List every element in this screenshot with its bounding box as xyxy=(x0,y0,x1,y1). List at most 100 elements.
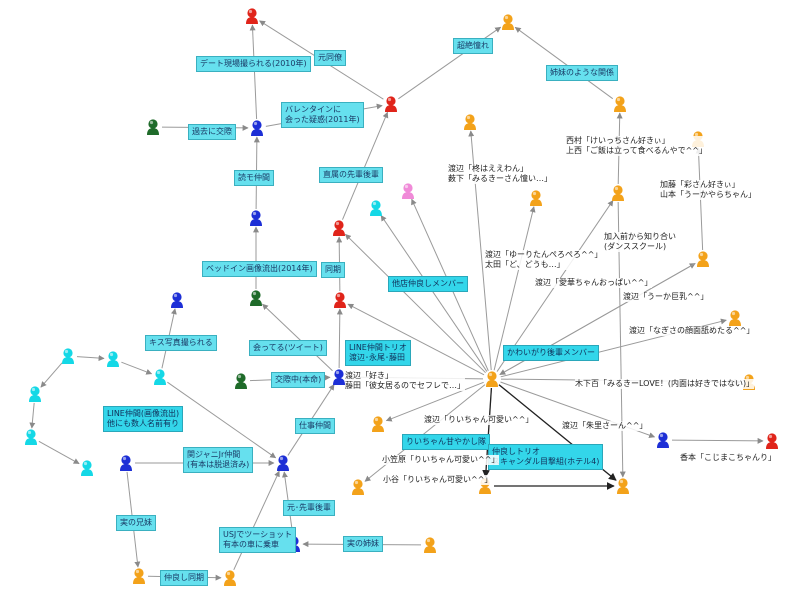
node-j_hijikata[interactable] xyxy=(171,292,183,308)
node-akb_kojima[interactable] xyxy=(766,433,778,449)
node-ske_kitoh[interactable] xyxy=(154,369,166,385)
node-fujita[interactable] xyxy=(333,369,345,385)
node-ske_takeuchi[interactable] xyxy=(62,348,74,364)
node-nagao[interactable] xyxy=(334,292,346,308)
edge-label-line: 仲良し同期 xyxy=(164,573,204,582)
node-nishimura[interactable] xyxy=(612,185,624,201)
person-head-icon xyxy=(155,369,165,379)
person-body-icon xyxy=(333,229,345,236)
node-tanaka[interactable] xyxy=(250,210,262,226)
person-body-icon xyxy=(250,299,262,306)
quote-q_kaminishi_1: 西村「けいっちさん好きぃ」上西「ご飯は立って食べるんやで^^」 xyxy=(566,136,708,156)
edge-m_murakami-arimoto xyxy=(233,470,280,571)
node-m_yamada[interactable] xyxy=(424,537,436,553)
person-head-icon xyxy=(30,386,40,396)
highlight-icon xyxy=(619,479,624,484)
edge-label-line: 会ってる(ツイート) xyxy=(253,343,323,352)
person-body-icon xyxy=(224,579,236,586)
highlight-icon xyxy=(699,252,704,257)
node-m_murakami[interactable] xyxy=(224,570,236,586)
node-ske_matsui[interactable] xyxy=(370,200,382,216)
person-body-icon xyxy=(657,441,669,448)
node-arimoto[interactable] xyxy=(277,455,289,471)
edge-label-line_trio_1: LINE仲間トリオ渡辺･永尾･藤田 xyxy=(345,340,411,366)
highlight-icon xyxy=(387,97,392,102)
person-head-icon xyxy=(767,433,777,443)
edge-label-jitsu_kyodai: 実の兄妹 xyxy=(116,515,156,531)
node-hkt_sashi[interactable] xyxy=(402,183,414,199)
edge-label-kiss_photo: キス写真撮られる xyxy=(145,335,217,351)
highlight-icon xyxy=(156,370,161,375)
highlight-icon xyxy=(404,184,409,189)
highlight-icon xyxy=(248,9,253,14)
node-onono[interactable] xyxy=(246,8,258,24)
quote-line: 香本「こじまこちゃんり」 xyxy=(680,453,776,462)
highlight-icon xyxy=(336,293,341,298)
node-j_koga[interactable] xyxy=(120,455,132,471)
highlight-icon xyxy=(731,311,736,316)
edge-watanabe_miyuki-ske_matsui xyxy=(380,214,488,372)
node-kami_nishi[interactable] xyxy=(614,96,626,112)
quote-q_kanyu_1: 加入前から知り合い(ダンススクール) xyxy=(604,232,676,252)
edge-label-dokusho: 読モ仲間 xyxy=(234,170,274,186)
node-n_yoshida[interactable] xyxy=(617,478,629,494)
node-b2_kato[interactable] xyxy=(697,251,709,267)
edge-label-line: 元同僚 xyxy=(318,53,342,62)
node-kenshu[interactable] xyxy=(729,310,741,326)
highlight-icon xyxy=(149,120,154,125)
quote-q_ogasa_2: 小笠原「りいちゃん可愛い^^」 xyxy=(382,455,500,465)
node-n_kotani[interactable] xyxy=(352,479,364,495)
edge-fujita-sano xyxy=(262,303,333,372)
edge-fujita-nagao xyxy=(336,308,343,369)
quote-q_kogo: 香本「こじまこちゃんり」 xyxy=(680,453,776,463)
person-head-icon xyxy=(353,479,363,489)
edge-label-line: LINE仲間トリオ xyxy=(349,343,407,352)
node-ske_ichino[interactable] xyxy=(25,429,37,445)
person-body-icon xyxy=(530,199,542,206)
person-body-icon xyxy=(614,105,626,112)
person-head-icon xyxy=(371,200,381,210)
person-body-icon xyxy=(697,260,709,267)
person-head-icon xyxy=(82,460,92,470)
node-ske_iguchi[interactable] xyxy=(107,351,119,367)
node-aoki[interactable] xyxy=(657,432,669,448)
highlight-icon xyxy=(109,352,114,357)
highlight-icon xyxy=(532,191,537,196)
person-body-icon xyxy=(424,546,436,553)
node-ske_uenoj[interactable] xyxy=(81,460,93,476)
person-body-icon xyxy=(486,380,498,387)
person-body-icon xyxy=(479,487,491,494)
quote-line: 渡辺「なぎさの顔面舐めたる^^」 xyxy=(629,326,755,335)
highlight-icon xyxy=(745,375,750,380)
quote-q_ogasa: 渡辺「りいちゃん可愛い^^」 xyxy=(424,415,534,425)
person-body-icon xyxy=(62,357,74,364)
person-head-icon xyxy=(225,570,235,580)
node-nakama[interactable] xyxy=(502,14,514,30)
highlight-icon xyxy=(335,370,340,375)
node-n_ogasawara[interactable] xyxy=(372,416,384,432)
person-body-icon xyxy=(277,464,289,471)
edge-label-line: 他にも数人名前有り xyxy=(107,419,179,428)
node-b2_ota[interactable] xyxy=(530,190,542,206)
node-suzuki[interactable] xyxy=(251,120,263,136)
quote-line: 加入前から知り合い xyxy=(604,232,676,241)
node-n_furuga[interactable] xyxy=(133,568,145,584)
node-b2_yamoto[interactable] xyxy=(464,114,476,130)
quote-q_fujita_1: 渡辺「好き」藤田「彼女居るのでセフレで…」 xyxy=(345,371,465,391)
node-watanabe_mayu[interactable] xyxy=(385,96,397,112)
edge-label-takenaka: 他店仲良しメンバー xyxy=(388,276,468,292)
edge-aoki-akb_kojima xyxy=(671,437,764,444)
node-sano[interactable] xyxy=(250,290,262,306)
node-watanabe_miyuki[interactable] xyxy=(486,371,498,387)
person-body-icon xyxy=(171,301,183,308)
highlight-icon xyxy=(237,374,242,379)
edge-label-line: USJでツーショット xyxy=(223,530,293,539)
node-kyary[interactable] xyxy=(147,119,159,135)
node-okamura[interactable] xyxy=(235,373,247,389)
node-ske_saito[interactable] xyxy=(29,386,41,402)
person-head-icon xyxy=(108,351,118,361)
person-body-icon xyxy=(370,209,382,216)
edge-watanabe_miyuki-shimazaki xyxy=(344,233,486,374)
node-shimazaki[interactable] xyxy=(333,220,345,236)
edge-label-line: キス写真撮られる xyxy=(149,338,213,347)
